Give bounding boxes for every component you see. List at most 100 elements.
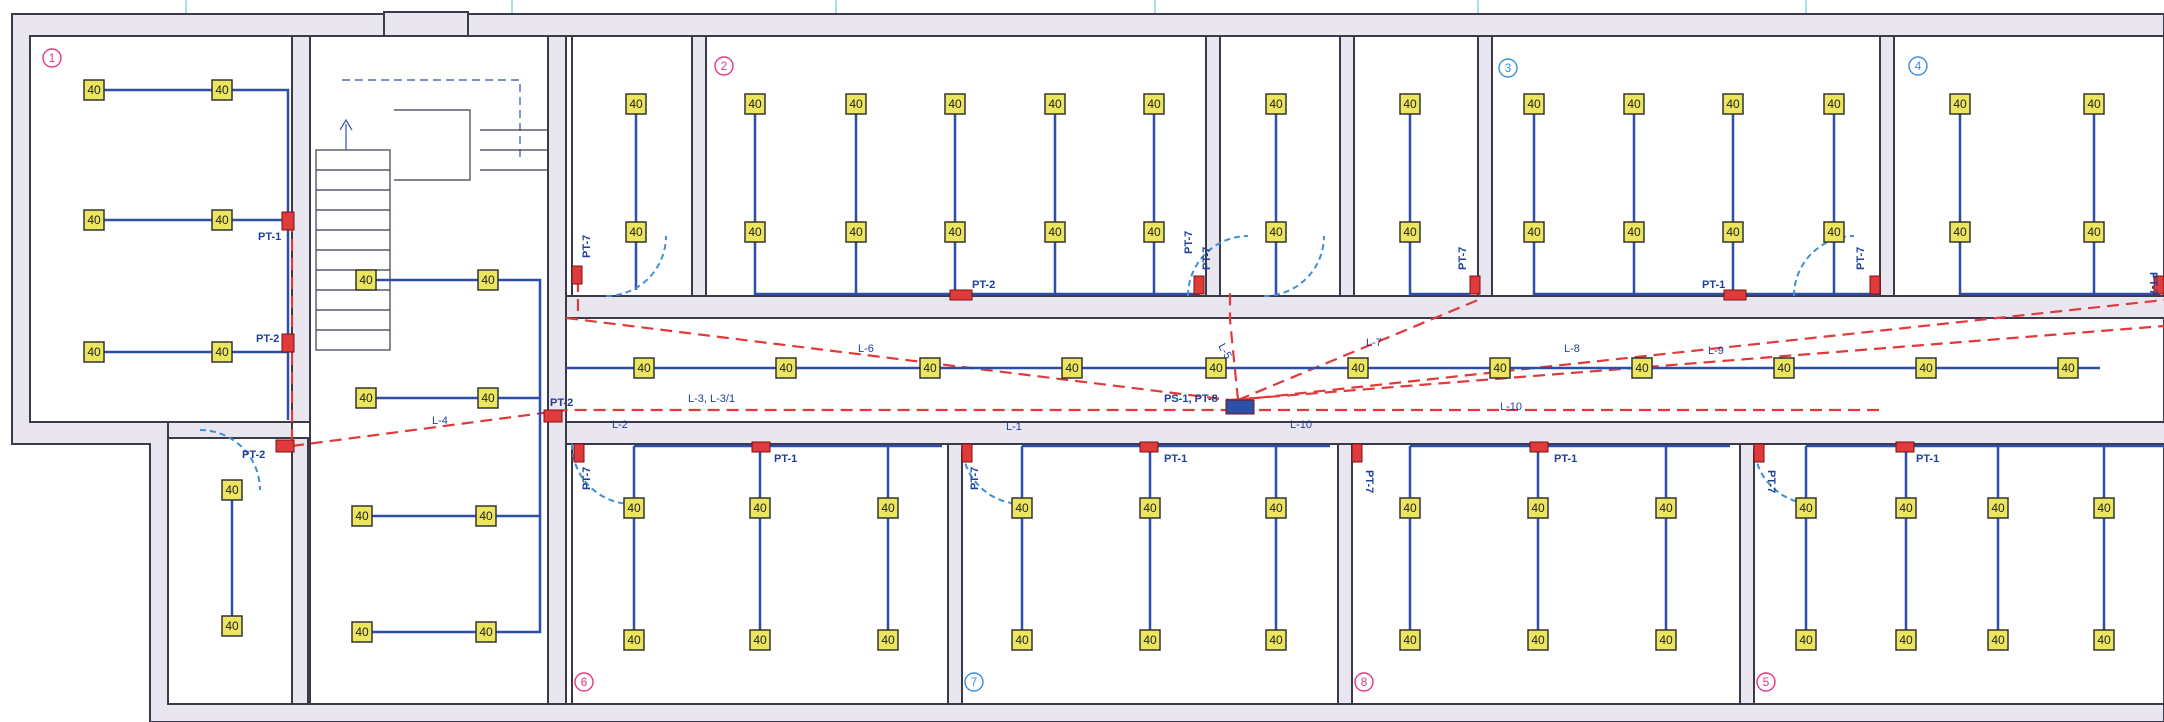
fixture-rating: 40: [1403, 225, 1417, 239]
fixture-rating: 40: [225, 483, 239, 497]
fixture-box: [845, 221, 867, 243]
light-fixture: 40: [1773, 357, 1795, 379]
fixture-rating: 40: [2087, 97, 2101, 111]
fixture-rating: 40: [1527, 225, 1541, 239]
light-fixture: 40: [1823, 93, 1845, 115]
light-fixture: 40: [1655, 629, 1677, 651]
room-3-marker: 3: [1498, 58, 1518, 78]
panel-label: PT-7: [1855, 247, 1867, 270]
light-fixture: 40: [83, 79, 105, 101]
light-fixture: 40: [1895, 629, 1917, 651]
fixture-box: [1895, 497, 1917, 519]
fixture-box: [83, 341, 105, 363]
fixture-rating: 40: [1991, 501, 2005, 515]
light-fixture: 40: [623, 629, 645, 651]
room-5-marker: 5: [1756, 672, 1776, 692]
light-fixture: 40: [845, 221, 867, 243]
light-fixture: 40: [2057, 357, 2079, 379]
fixture-rating: 40: [481, 391, 495, 405]
light-fixture: 40: [625, 221, 647, 243]
room-number-markers: 1 2 3 4 5 6 7 8: [42, 48, 1928, 692]
fixture-box: [1143, 221, 1165, 243]
fixture-box: [633, 357, 655, 379]
fixture-rating: 40: [779, 361, 793, 375]
light-fixture: 40: [1527, 629, 1549, 651]
light-fixture: 40: [1949, 221, 1971, 243]
fixture-rating: 40: [627, 633, 641, 647]
fixture-box: [475, 621, 497, 643]
fixture-box: [1949, 93, 1971, 115]
circuit-label: L-4: [432, 415, 448, 427]
fixture-box: [1143, 93, 1165, 115]
light-fixture: 40: [1915, 357, 1937, 379]
room-6-marker: 6: [574, 672, 594, 692]
light-fixture: 40: [1399, 93, 1421, 115]
fixture-box: [1987, 629, 2009, 651]
fixture-box: [1631, 357, 1653, 379]
panel-label: PT-7: [581, 235, 593, 258]
room-7-number: 7: [971, 675, 978, 689]
fixture-rating: 40: [1065, 361, 1079, 375]
light-fixture: 40: [1044, 93, 1066, 115]
fixture-box: [1722, 221, 1744, 243]
fixture-box: [2057, 357, 2079, 379]
fixture-rating: 40: [1627, 97, 1641, 111]
circuit-label: L-9: [1708, 345, 1724, 357]
fixture-rating: 40: [225, 619, 239, 633]
room-6-number: 6: [581, 675, 588, 689]
fixture-box: [944, 93, 966, 115]
panel-label: PT-7: [1183, 231, 1195, 254]
fixture-rating: 40: [948, 225, 962, 239]
panel-label: PT-7: [969, 467, 981, 490]
fixture-rating: 40: [1919, 361, 1933, 375]
fixture-box: [1011, 497, 1033, 519]
room-8-number: 8: [1361, 675, 1368, 689]
fixture-rating: 40: [1726, 225, 1740, 239]
fixture-box: [1915, 357, 1937, 379]
fixture-rating: 40: [1777, 361, 1791, 375]
panel-label: PT-7: [1457, 247, 1469, 270]
light-fixture: 40: [1722, 93, 1744, 115]
fixture-box: [1987, 497, 2009, 519]
fixture-rating: 40: [1799, 633, 1813, 647]
fixture-box: [919, 357, 941, 379]
fixture-rating: 40: [948, 97, 962, 111]
light-fixture: 40: [1987, 629, 2009, 651]
fixture-rating: 40: [637, 361, 651, 375]
light-fixture: 40: [221, 479, 243, 501]
fixture-box: [1044, 221, 1066, 243]
fixture-box: [2083, 221, 2105, 243]
light-fixture: 40: [475, 505, 497, 527]
fixture-box: [1527, 629, 1549, 651]
fixture-rating: 40: [87, 345, 101, 359]
fixture-box: [1011, 629, 1033, 651]
fixture-box: [1623, 93, 1645, 115]
circuit-label: L-10: [1290, 419, 1312, 431]
light-fixture: 40: [1795, 497, 1817, 519]
fixture-rating: 40: [1627, 225, 1641, 239]
fixture-box: [1347, 357, 1369, 379]
room-2-marker: 2: [714, 56, 734, 76]
fixture-box: [625, 93, 647, 115]
fixture-box: [211, 79, 233, 101]
fixture-rating: 40: [1015, 501, 1029, 515]
fixture-rating: 40: [87, 83, 101, 97]
fixture-rating: 40: [1827, 225, 1841, 239]
light-fixture: 40: [744, 93, 766, 115]
fixture-rating: 40: [359, 273, 373, 287]
panel-label: PT-1: [258, 231, 281, 243]
panel-label: PT-7: [2147, 272, 2159, 295]
fixture-box: [1795, 629, 1817, 651]
fixture-rating: 40: [215, 213, 229, 227]
fixture-rating: 40: [481, 273, 495, 287]
fixture-box: [1823, 93, 1845, 115]
room-1-marker: 1: [42, 48, 62, 68]
fixture-rating: 40: [1899, 633, 1913, 647]
light-fixture: 40: [475, 621, 497, 643]
light-fixture: 40: [1347, 357, 1369, 379]
panel-label: PT-7: [1765, 470, 1777, 493]
light-fixture: 40: [1143, 221, 1165, 243]
room-4-number: 4: [1915, 59, 1922, 73]
light-fixture: 40: [1623, 93, 1645, 115]
